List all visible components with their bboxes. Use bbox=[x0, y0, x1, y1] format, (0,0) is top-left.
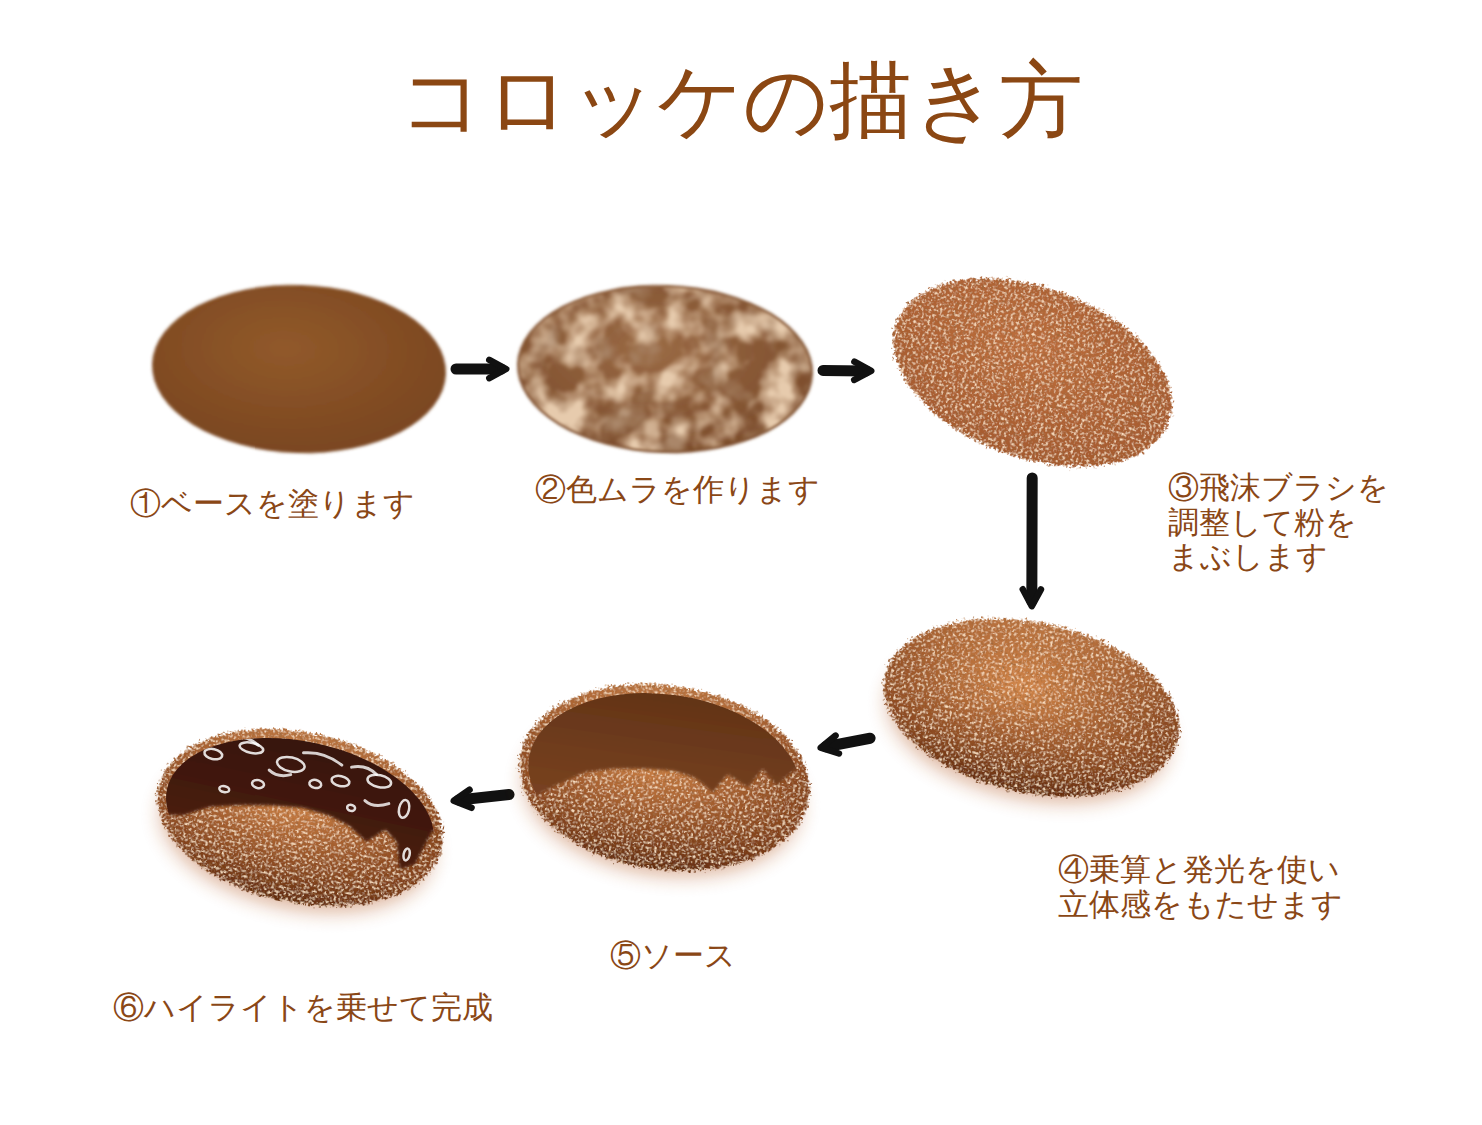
sauce-highlight bbox=[203, 747, 223, 761]
arrow-connector bbox=[1026, 478, 1037, 601]
step-caption-box: ⑥ハイライトを乗せて完成 bbox=[113, 990, 553, 1025]
croquette-illustration bbox=[880, 275, 1185, 470]
sauce bbox=[137, 667, 481, 880]
sauce bbox=[500, 636, 840, 845]
step-caption: ⑥ハイライトを乗せて完成 bbox=[113, 990, 553, 1025]
arrow-connector bbox=[456, 364, 501, 375]
step-caption-box: ①ベースを塗ります bbox=[130, 486, 470, 521]
sauce-highlight bbox=[331, 774, 351, 788]
step-node: ⑤ソース bbox=[517, 680, 812, 875]
sauce-highlight-stroke bbox=[351, 765, 377, 775]
croquette-base bbox=[514, 280, 816, 458]
step-caption: ③飛沫ブラシを 調整して粉を まぶします bbox=[1168, 470, 1438, 574]
step-node: ②色ムラを作ります bbox=[515, 283, 815, 455]
sauce-highlight bbox=[366, 773, 392, 790]
sauce-highlight bbox=[347, 804, 356, 812]
step-node: ⑥ハイライトを乗せて完成 bbox=[155, 725, 445, 910]
croquette-base bbox=[149, 280, 449, 458]
sauce-highlight-stroke bbox=[303, 751, 343, 765]
step-caption-box: ③飛沫ブラシを 調整して粉を まぶします bbox=[1168, 470, 1438, 574]
arrow-connector bbox=[459, 795, 509, 801]
sauce-highlight bbox=[309, 779, 322, 789]
croquette-body bbox=[867, 243, 1198, 502]
step-caption: ⑤ソース bbox=[610, 938, 810, 973]
step-node: ③飛沫ブラシを 調整して粉を まぶします bbox=[880, 275, 1185, 470]
multiply-shading bbox=[867, 593, 1196, 822]
step-caption-box: ⑤ソース bbox=[610, 938, 810, 973]
crumb-body bbox=[867, 243, 1198, 502]
sauce-highlight-stroke bbox=[227, 734, 259, 745]
arrow-connector bbox=[826, 738, 870, 746]
croquette-illustration bbox=[150, 283, 448, 455]
step-caption-box: ②色ムラを作ります bbox=[535, 472, 875, 507]
sauce-highlight bbox=[402, 848, 410, 861]
sauce-highlight bbox=[276, 755, 306, 775]
step-node: ④乗算と発光を使い 立体感をもたせます bbox=[878, 615, 1185, 800]
title-box: コロッケの描き方 bbox=[0, 52, 1482, 149]
croquette-illustration bbox=[515, 283, 815, 455]
sauce-highlight bbox=[251, 779, 264, 789]
diagram-title: コロッケの描き方 bbox=[399, 52, 1083, 149]
croquette-body bbox=[867, 593, 1196, 822]
step-caption: ②色ムラを作ります bbox=[535, 472, 875, 507]
step-caption-box: ④乗算と発光を使い 立体感をもたせます bbox=[1058, 852, 1388, 921]
croquette-illustration bbox=[155, 725, 445, 910]
crumb-body bbox=[867, 593, 1196, 822]
sauce-highlight bbox=[219, 785, 230, 793]
croquette-illustration bbox=[878, 615, 1185, 800]
sauce-highlight bbox=[239, 740, 265, 755]
sauce-highlight-stroke bbox=[269, 770, 291, 778]
color-mottle bbox=[516, 282, 814, 456]
step-node: ①ベースを塗ります bbox=[150, 283, 448, 455]
sauce-highlight-stroke bbox=[364, 799, 388, 808]
croquette-illustration bbox=[517, 680, 812, 875]
sauce-highlight bbox=[397, 799, 411, 819]
step-caption: ①ベースを塗ります bbox=[130, 486, 470, 521]
arrow-connector bbox=[823, 365, 866, 376]
step-caption: ④乗算と発光を使い 立体感をもたせます bbox=[1058, 852, 1388, 921]
